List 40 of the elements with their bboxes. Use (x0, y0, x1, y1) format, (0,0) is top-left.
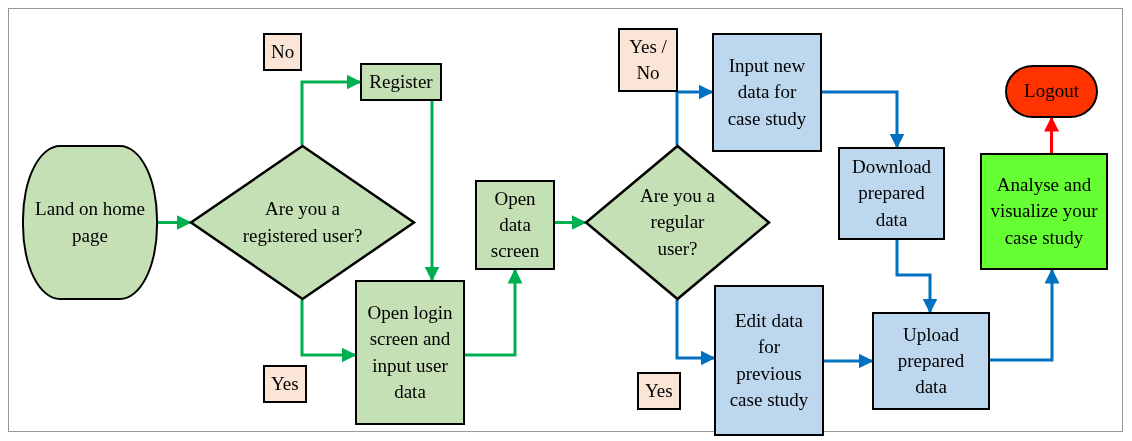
edge-label: No (263, 33, 303, 72)
node-text: Download prepared data (850, 155, 933, 232)
edge-label: Yes (263, 365, 307, 404)
node-text: Open data screen (489, 186, 541, 264)
node-text: Register (369, 69, 433, 94)
node-text: Logout (1024, 79, 1079, 104)
node-text: Upload prepared data (896, 322, 966, 400)
process-box (355, 280, 465, 425)
node-text: Land on home page (34, 197, 146, 248)
process-box (838, 147, 945, 240)
process-box (714, 285, 824, 436)
node-text: Input new data for case study (726, 54, 808, 131)
arrow (555, 215, 587, 230)
node-text: Edit data for previous case study (728, 309, 810, 412)
arrow (1044, 116, 1059, 153)
node-text: Analyse and visualize your case study (990, 173, 1098, 250)
arrow (824, 353, 874, 369)
process-box (980, 153, 1108, 270)
process-box (872, 312, 990, 410)
arrow (158, 215, 192, 230)
edge-label: Yes (637, 372, 681, 411)
node-text: Open login screen and input user data (366, 301, 454, 404)
arrow (675, 300, 716, 366)
arrow (300, 74, 362, 145)
node-text: Are you a registered user? (241, 197, 364, 248)
arrow (465, 268, 523, 357)
node-text: Are you a regular user? (640, 184, 715, 261)
arrow (822, 90, 905, 149)
process-box (475, 180, 555, 270)
edge-label: Yes / No (618, 28, 678, 93)
end-terminal (1005, 65, 1098, 118)
decision-diamond (190, 145, 415, 300)
arrow (300, 300, 357, 363)
process-box (712, 33, 822, 152)
decision-diamond (585, 145, 770, 300)
process-box (360, 63, 442, 101)
arrow (675, 84, 714, 145)
arrow (895, 240, 938, 314)
arrow (990, 268, 1060, 362)
arrow (424, 101, 440, 282)
